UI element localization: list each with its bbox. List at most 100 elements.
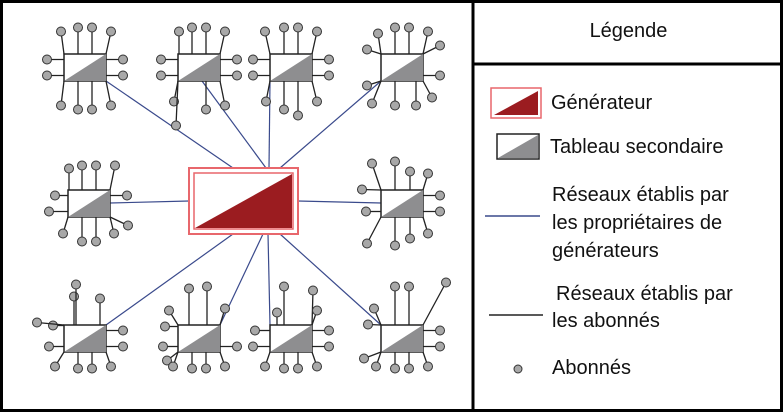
subscriber-dot	[77, 160, 87, 171]
subscriber-dot	[293, 22, 303, 33]
subscriber-dot	[169, 96, 179, 107]
subscriber-dot	[123, 220, 133, 231]
subscriber-dot	[359, 353, 369, 364]
subscriber-dot	[404, 22, 414, 33]
subscriber-dot	[201, 104, 211, 115]
subscriber-dot	[106, 26, 116, 37]
subscriber-dot	[162, 355, 172, 366]
subscriber-dot	[435, 341, 445, 352]
sub-panel-fill	[270, 54, 312, 81]
subscriber-dot	[362, 80, 372, 91]
subscriber-dot	[232, 70, 242, 81]
subscriber-dot	[250, 325, 260, 336]
subscriber-dot	[423, 228, 433, 239]
subscriber-dot	[293, 110, 303, 121]
legend-subscriber-dot	[513, 364, 523, 374]
sub-panel-node	[362, 22, 445, 111]
subscriber-dot	[220, 26, 230, 37]
subscriber-dot	[423, 168, 433, 179]
subscriber-dot	[362, 238, 372, 249]
subscriber-dot	[260, 26, 270, 37]
owner-network-line	[279, 80, 382, 169]
subscriber-dot	[220, 361, 230, 372]
subscriber-dot	[87, 22, 97, 33]
subscriber-dot	[73, 104, 83, 115]
subscriber-dot	[171, 120, 181, 131]
subscriber-dot	[220, 100, 230, 111]
subscriber-dot	[64, 163, 74, 174]
legend-label-owner-network-1: Réseaux établis par	[552, 184, 729, 206]
subscriber-dot	[48, 320, 58, 331]
owner-network-line	[201, 80, 267, 169]
sub-panel-fill	[270, 325, 312, 352]
sub-panel-fill	[381, 325, 423, 352]
subscriber-dot	[435, 325, 445, 336]
owner-network-line	[279, 233, 382, 326]
sub-panels	[32, 22, 451, 374]
subscriber-line	[422, 282, 447, 326]
subscriber-dot	[411, 100, 421, 111]
subscriber-dot	[312, 26, 322, 37]
subscriber-line	[175, 80, 179, 126]
subscriber-dot	[357, 184, 367, 195]
subscriber-dot	[232, 54, 242, 65]
subscriber-dot	[260, 361, 270, 372]
subscriber-dot	[435, 40, 445, 51]
sub-panel-node	[156, 22, 242, 131]
subscriber-dot	[363, 319, 373, 330]
subscriber-dot	[158, 341, 168, 352]
subscriber-dot	[261, 96, 271, 107]
subscriber-dot	[248, 70, 258, 81]
legend-label-subscriber-network-2: les abonnés	[552, 310, 660, 332]
subscriber-dot	[362, 44, 372, 55]
subscriber-dot	[109, 228, 119, 239]
subscriber-dot	[71, 279, 81, 290]
owner-network-line	[105, 233, 234, 326]
subscriber-dot	[308, 285, 318, 296]
subscriber-dot	[324, 70, 334, 81]
subscriber-dot	[248, 341, 258, 352]
subscriber-dot	[324, 325, 334, 336]
subscriber-dot	[87, 363, 97, 374]
subscriber-dot	[279, 22, 289, 33]
subscriber-dot	[174, 26, 184, 37]
subscriber-dot	[324, 341, 334, 352]
sub-panel-fill	[178, 325, 220, 352]
subscriber-dot	[77, 236, 87, 247]
subscriber-dot	[202, 281, 212, 292]
subscriber-dot	[58, 228, 68, 239]
sub-panel-fill	[381, 54, 423, 81]
subscriber-dot	[390, 281, 400, 292]
subscriber-dot	[279, 281, 289, 292]
subscriber-dot	[50, 190, 60, 201]
legend-label-sub-panel: Tableau secondaire	[550, 136, 724, 158]
legend-symbols	[485, 87, 543, 374]
subscriber-dot	[367, 158, 377, 169]
subscriber-dot	[95, 293, 105, 304]
subscriber-dot	[56, 100, 66, 111]
subscriber-dot	[118, 325, 128, 336]
subscriber-dot	[312, 96, 322, 107]
subscriber-dot	[164, 305, 174, 316]
subscriber-dot	[160, 321, 170, 332]
subscriber-dot	[390, 240, 400, 251]
legend-label-owner-network-3: générateurs	[552, 240, 659, 262]
subscriber-dot	[106, 100, 116, 111]
subscriber-dot	[405, 233, 415, 244]
subscriber-dot	[187, 363, 197, 374]
sub-panel-node	[248, 281, 334, 374]
sub-panel-fill	[64, 325, 106, 352]
sub-panel-fill	[381, 190, 423, 217]
sub-panel-node	[42, 22, 128, 115]
legend-label-subscriber: Abonnés	[552, 357, 631, 379]
subscriber-dot	[201, 363, 211, 374]
subscriber-dot	[156, 54, 166, 65]
subscriber-dot	[272, 307, 282, 318]
subscriber-dot	[441, 277, 451, 288]
subscriber-dot	[201, 22, 211, 33]
sub-panel-node	[44, 160, 133, 247]
subscriber-dot	[32, 317, 42, 328]
subscriber-dot	[220, 303, 230, 314]
subscriber-dot	[184, 283, 194, 294]
